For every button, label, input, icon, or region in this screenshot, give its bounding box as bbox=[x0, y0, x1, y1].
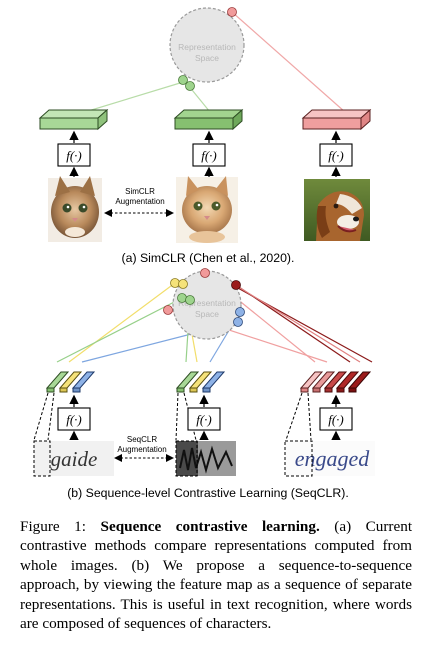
subcaption-b: (b) Sequence-level Contrastive Learning … bbox=[67, 486, 349, 500]
blue-point bbox=[235, 307, 245, 317]
encoder-box bbox=[187, 407, 221, 431]
representation-space-a bbox=[169, 7, 245, 83]
yellow-point bbox=[178, 279, 188, 289]
green-point bbox=[185, 81, 195, 91]
encoder-label: f(·) bbox=[328, 148, 344, 163]
aug-label-a2: Augmentation bbox=[115, 197, 164, 206]
yellow-point bbox=[170, 278, 180, 288]
caption-body: (a) Current contrastive methods compare … bbox=[20, 518, 413, 633]
red-point bbox=[227, 7, 237, 17]
aug-label-b1: SeqCLR bbox=[127, 435, 157, 444]
caption-title: Sequence contrastive learning. bbox=[100, 518, 320, 535]
encoder-label: f(·) bbox=[201, 148, 217, 163]
space-label-a2: Space bbox=[195, 53, 219, 63]
handwriting-image-middle bbox=[175, 440, 236, 477]
green-point bbox=[185, 295, 195, 305]
cat-image-left bbox=[48, 176, 102, 242]
vector-green-middle bbox=[173, 108, 244, 131]
red-point bbox=[200, 268, 210, 278]
part-b: Representation Space bbox=[33, 268, 375, 500]
blue-point bbox=[233, 317, 243, 327]
handwriting-word: gaide bbox=[51, 447, 98, 471]
vector-green-left bbox=[38, 108, 109, 131]
encoder-label: f(·) bbox=[196, 412, 212, 427]
sequence-vectors-left bbox=[45, 371, 96, 393]
encoder-box bbox=[319, 143, 353, 167]
handwriting-word: engaged bbox=[295, 446, 371, 471]
encoder-label: f(·) bbox=[66, 412, 82, 427]
figure-caption: Figure 1: Sequence contrastive learning.… bbox=[20, 517, 412, 633]
vector-red-right bbox=[301, 108, 372, 131]
space-label-b1: Representation bbox=[178, 298, 236, 308]
space-label-b2: Space bbox=[195, 309, 219, 319]
space-label-a1: Representation bbox=[178, 42, 236, 52]
green-point bbox=[178, 75, 188, 85]
sequence-vectors-middle bbox=[175, 371, 226, 393]
green-point bbox=[177, 293, 187, 303]
handwriting-image-right: engaged bbox=[284, 440, 375, 477]
figure-illustration: Representation Space f(·) f(·) bbox=[33, 7, 375, 500]
subcaption-a: (a) SimCLR (Chen et al., 2020). bbox=[122, 251, 295, 265]
representation-space-b bbox=[172, 270, 242, 340]
encoder-box bbox=[57, 143, 91, 167]
darkred-point bbox=[231, 280, 241, 290]
encoder-label: f(·) bbox=[66, 148, 82, 163]
encoder-box bbox=[57, 407, 91, 431]
red-point bbox=[163, 305, 173, 315]
encoder-box bbox=[192, 143, 226, 167]
dog-image bbox=[304, 179, 370, 241]
caption-label: Figure 1: bbox=[20, 518, 86, 535]
aug-label-a1: SimCLR bbox=[125, 187, 155, 196]
sequence-vectors-right bbox=[299, 371, 372, 393]
handwriting-image-left: gaide bbox=[33, 440, 114, 477]
aug-label-b2: Augmentation bbox=[117, 445, 166, 454]
cat-image-right bbox=[176, 176, 238, 243]
encoder-label: f(·) bbox=[328, 412, 344, 427]
encoder-box bbox=[319, 407, 353, 431]
part-a: Representation Space f(·) f(·) bbox=[38, 7, 372, 265]
